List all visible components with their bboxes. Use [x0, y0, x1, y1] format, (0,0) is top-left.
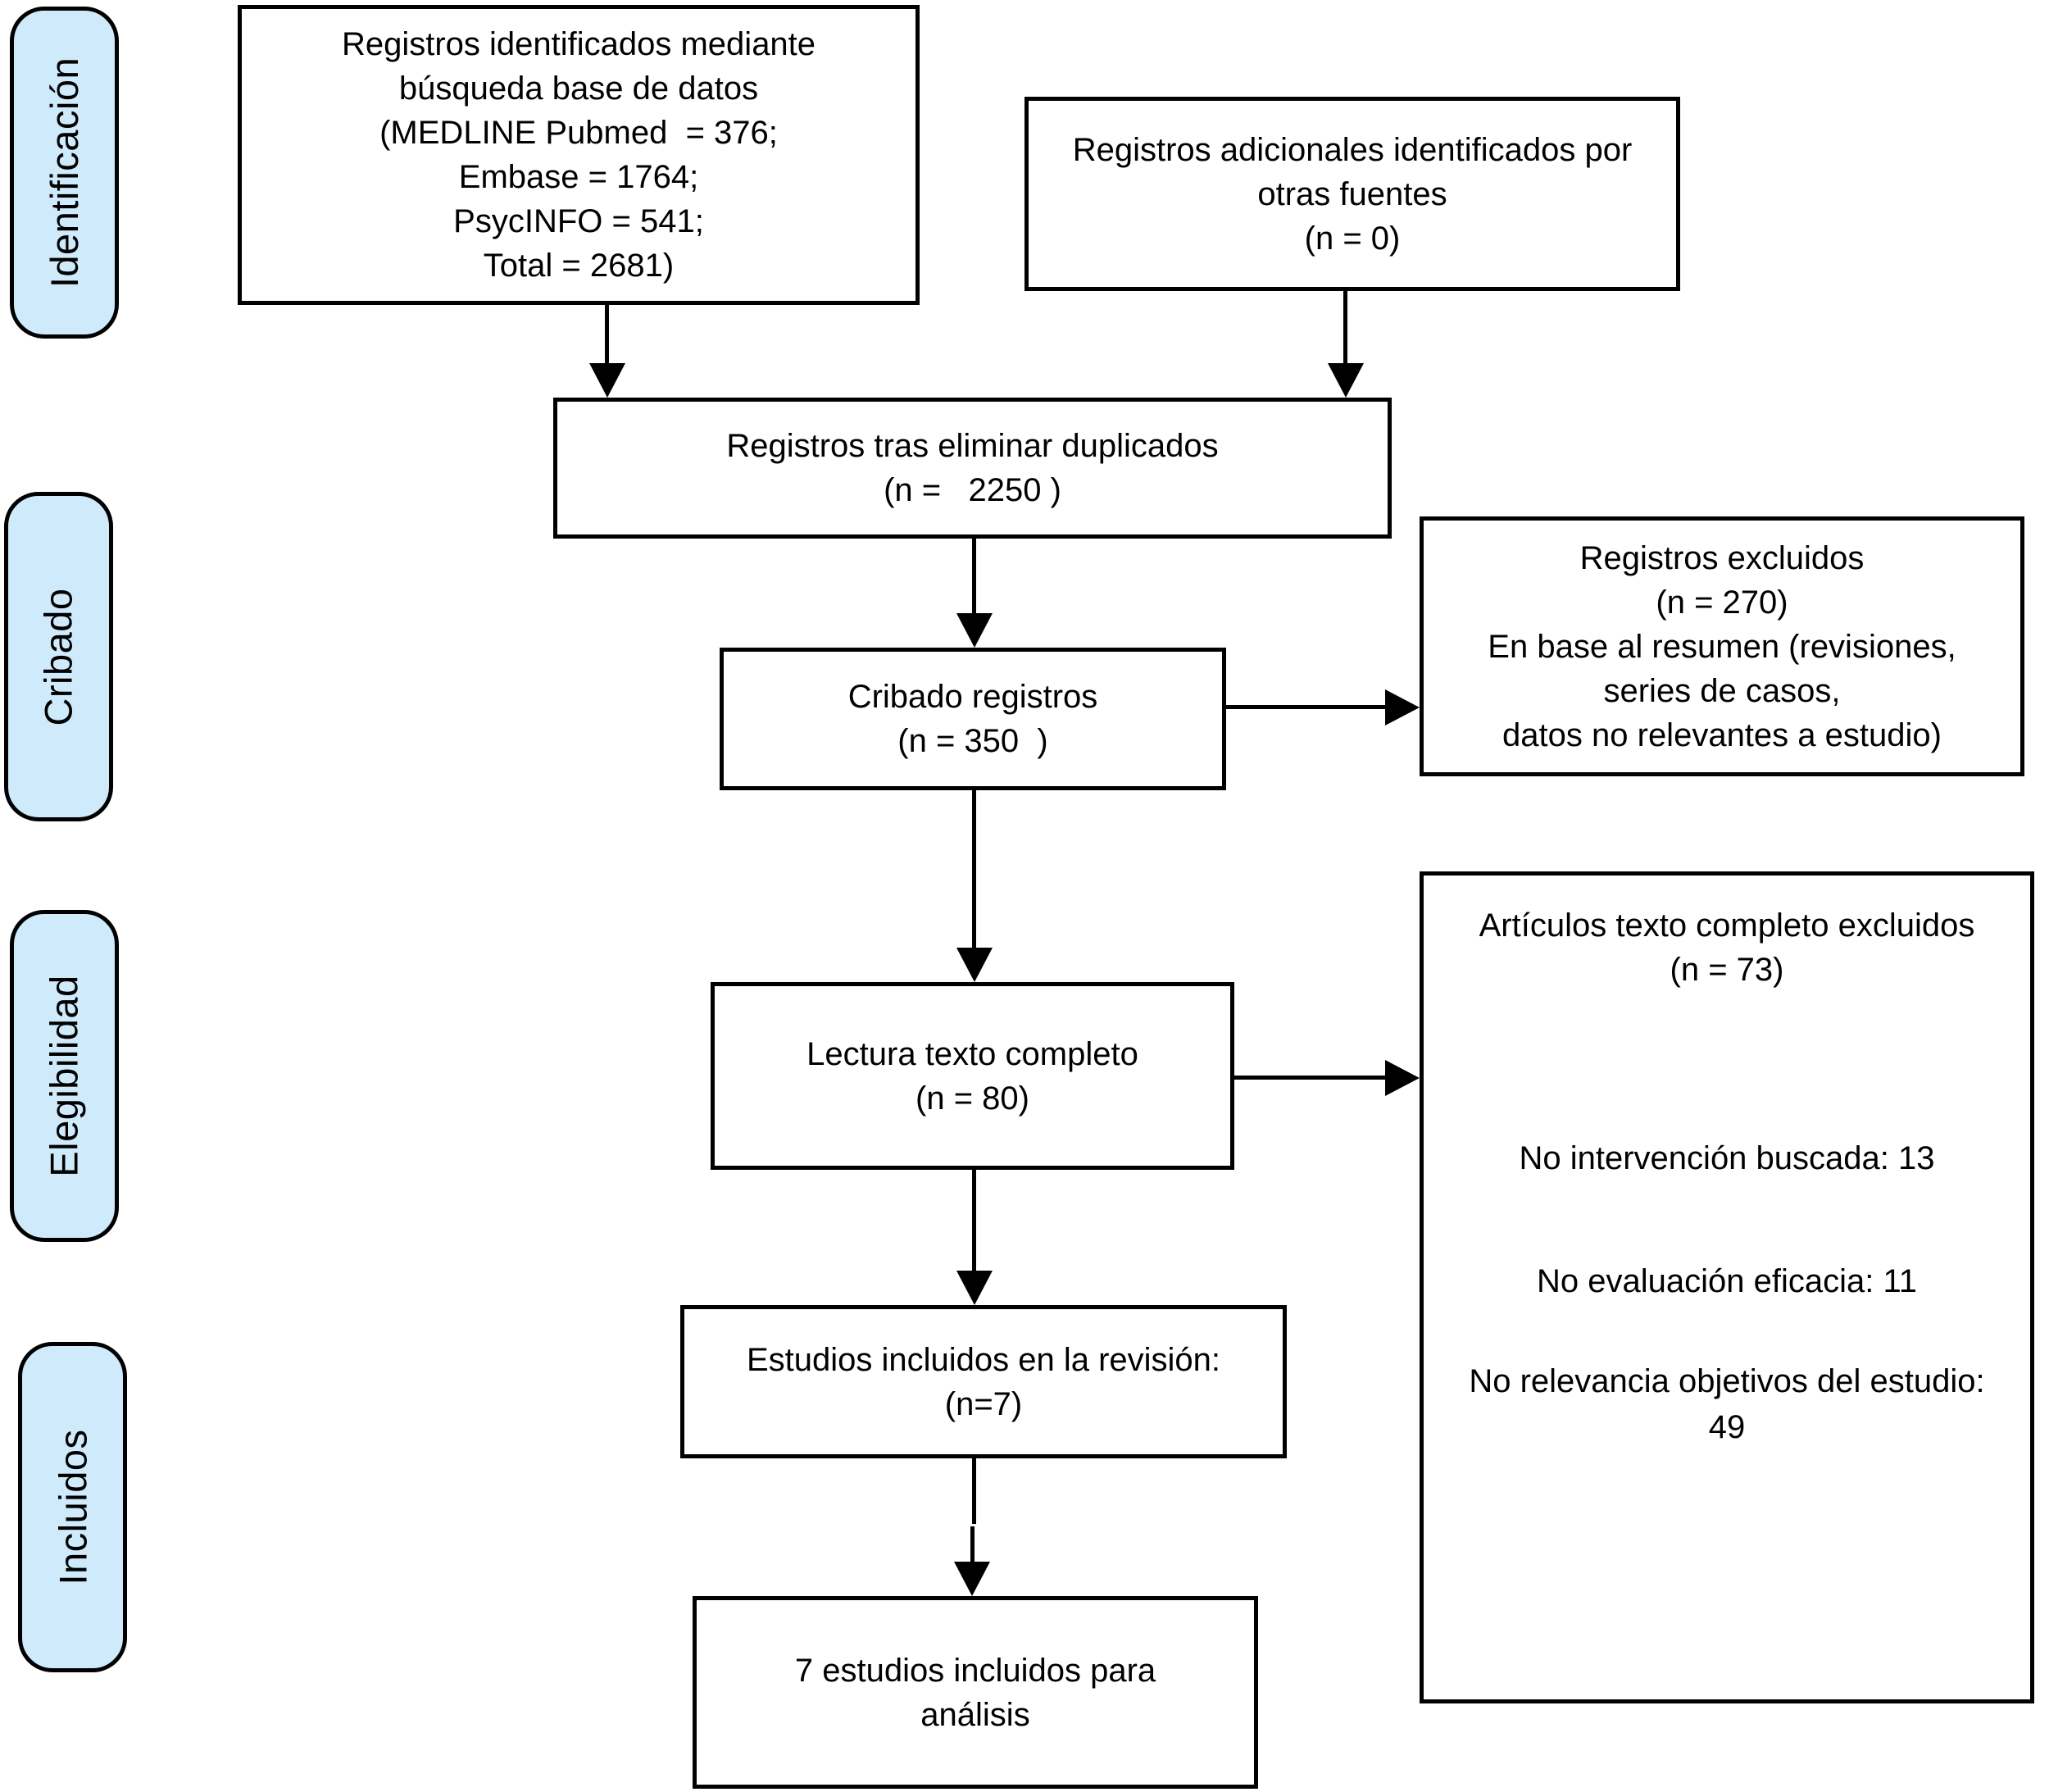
arrowhead-identified-to-dedup: [589, 363, 625, 398]
stage-identificacion: Identificación: [10, 7, 119, 339]
stage-elegibilidad: Elegibilidad: [10, 910, 119, 1242]
box-line: (n = 350 ): [897, 723, 1048, 759]
box-line: Lectura texto completo: [806, 1035, 1138, 1072]
box-line: (n=7): [944, 1385, 1023, 1422]
connector-review-to-analysis-lower: [970, 1526, 975, 1563]
stage-incluidos: Incluidos: [18, 1342, 127, 1672]
box-line: (n = 80): [915, 1080, 1029, 1117]
box-line: Estudios incluidos en la revisión:: [746, 1341, 1221, 1378]
box-screened-records: Cribado registros (n = 350 ): [720, 648, 1226, 790]
box-line: (n = 2250 ): [884, 472, 1061, 508]
box-line: otras fuentes: [1257, 175, 1447, 212]
box-line: análisis: [920, 1696, 1030, 1733]
arrowhead-screened-to-excluded: [1385, 689, 1420, 725]
exclusion-reason: No intervención buscada: 13: [1519, 1140, 1935, 1176]
box-line: (n = 0): [1304, 220, 1401, 257]
arrowhead-dedup-to-screened: [956, 613, 993, 648]
box-line: Total = 2681): [483, 248, 675, 284]
box-line: Registros adicionales identificados por: [1072, 131, 1633, 168]
arrowhead-fulltext-to-excluded: [1385, 1060, 1420, 1096]
exclusion-reason: No evaluación eficacia: 11: [1537, 1263, 1917, 1299]
connector-fulltext-to-excluded: [1234, 1076, 1385, 1080]
stage-incluidos-label: Incluidos: [51, 1429, 94, 1585]
box-line: Embase = 1764;: [458, 159, 699, 195]
box-fulltext-excluded: Artículos texto completo excluidos (n = …: [1420, 871, 2034, 1703]
arrowhead-review-to-analysis: [954, 1562, 990, 1596]
stage-cribado: Cribado: [4, 492, 113, 821]
box-line: Cribado registros: [847, 679, 1098, 715]
connector-screened-to-excluded: [1226, 705, 1385, 709]
box-records-excluded: Registros excluidos (n = 270) En base al…: [1420, 516, 2024, 776]
connector-additional-to-dedup: [1343, 291, 1347, 363]
box-line: Artículos texto completo excluidos: [1479, 907, 1975, 944]
box-line: Registros tras eliminar duplicados: [726, 428, 1219, 464]
connector-review-to-analysis: [972, 1458, 976, 1524]
connector-dedup-to-screened: [972, 539, 976, 613]
box-line: series de casos,: [1603, 672, 1841, 709]
box-line: Registros excluidos: [1579, 539, 1865, 576]
stage-elegibilidad-label: Elegibilidad: [43, 975, 86, 1177]
box-line: datos no relevantes a estudio): [1502, 716, 1942, 753]
box-line: (MEDLINE Pubmed = 376;: [379, 115, 778, 151]
connector-screened-to-fulltext: [972, 790, 976, 948]
box-line: PsycINFO = 541;: [453, 203, 704, 239]
box-line: búsqueda base de datos: [398, 70, 759, 107]
box-fulltext-read: Lectura texto completo (n = 80): [711, 982, 1234, 1170]
box-line: (n = 73): [1670, 952, 1784, 988]
box-included-analysis: 7 estudios incluidos para análisis: [693, 1596, 1258, 1789]
connector-identified-to-dedup: [605, 305, 609, 365]
stage-identificacion-label: Identificación: [43, 57, 86, 289]
box-line: (n = 270): [1656, 584, 1788, 621]
exclusion-reason: 49: [1708, 1409, 1746, 1445]
stage-cribado-label: Cribado: [37, 587, 80, 726]
connector-fulltext-to-review: [972, 1170, 976, 1271]
box-additional-records: Registros adicionales identificados por …: [1024, 97, 1680, 291]
arrowhead-fulltext-to-review: [956, 1271, 993, 1305]
box-deduplicated-records: Registros tras eliminar duplicados (n = …: [553, 398, 1392, 539]
box-identified-records: Registros identificados mediante búsqued…: [238, 5, 920, 305]
box-included-review: Estudios incluidos en la revisión: (n=7): [680, 1305, 1287, 1458]
box-line: En base al resumen (revisiones,: [1488, 628, 1956, 665]
box-line: Registros identificados mediante: [341, 26, 816, 62]
arrowhead-additional-to-dedup: [1328, 363, 1364, 398]
box-line: 7 estudios incluidos para: [794, 1652, 1156, 1689]
arrowhead-screened-to-fulltext: [956, 948, 993, 982]
exclusion-reason: No relevancia objetivos del estudio:: [1469, 1363, 1985, 1399]
